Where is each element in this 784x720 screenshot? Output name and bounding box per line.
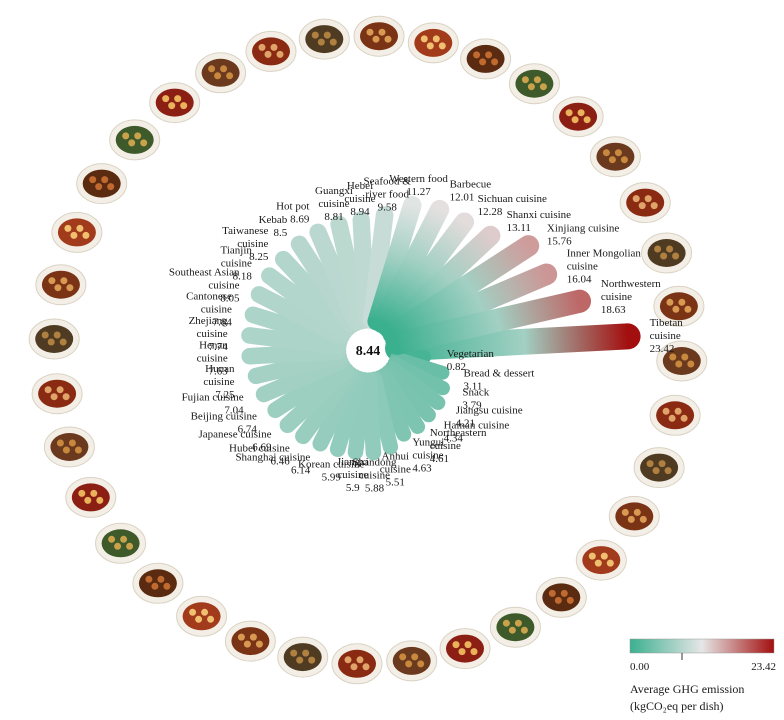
dish-photo xyxy=(149,82,201,124)
bar-tibetan-cuisine xyxy=(385,323,641,362)
dish-photo xyxy=(109,119,161,161)
dish-photo xyxy=(95,522,147,564)
center-value: 8.44 xyxy=(356,344,381,359)
dish-photo xyxy=(51,211,103,253)
legend-title: Average GHG emission xyxy=(630,682,744,696)
dish-photo xyxy=(76,163,128,205)
dish-photo xyxy=(195,52,247,94)
dish-photo xyxy=(353,15,405,57)
color-legend: 0.00 23.42 Average GHG emission (kgCO₂eq… xyxy=(629,638,776,713)
dish-photo xyxy=(65,476,117,518)
dish-photo xyxy=(508,63,560,105)
dish-photo xyxy=(224,620,276,662)
dish-photo xyxy=(619,182,671,224)
dish-photo xyxy=(608,495,660,537)
dish-photo xyxy=(489,606,541,648)
dish-photo xyxy=(649,394,701,436)
legend-color-bar xyxy=(629,638,775,654)
dish-photo xyxy=(245,30,297,72)
dish-photo xyxy=(460,38,512,80)
dish-photo xyxy=(439,628,491,670)
dish-photo xyxy=(552,96,604,138)
dish-photo-ring xyxy=(28,15,708,685)
dish-photo xyxy=(653,285,705,327)
dish-photo xyxy=(407,22,459,64)
dish-photo xyxy=(589,136,641,178)
dish-photo xyxy=(535,576,587,618)
dish-photo xyxy=(132,562,184,604)
dish-photo xyxy=(43,426,95,468)
dish-photo xyxy=(176,595,228,637)
legend-max-label: 23.42 xyxy=(751,661,776,673)
dish-photo xyxy=(656,340,708,382)
dish-photo xyxy=(331,643,383,685)
dish-photo xyxy=(298,18,350,60)
dish-photo xyxy=(28,318,80,360)
dish-photo xyxy=(641,232,693,274)
legend-unit: (kgCO₂eq per dish) xyxy=(630,699,724,713)
bars-layer xyxy=(241,196,641,461)
dish-photo xyxy=(35,264,87,306)
dish-photo xyxy=(575,539,627,581)
dish-photo xyxy=(277,636,329,678)
dish-photo xyxy=(386,640,438,682)
bar-northwestern-cuisine xyxy=(385,289,592,355)
dish-photo xyxy=(31,373,83,415)
legend-min-label: 0.00 xyxy=(630,661,650,673)
dish-photo xyxy=(633,447,685,489)
